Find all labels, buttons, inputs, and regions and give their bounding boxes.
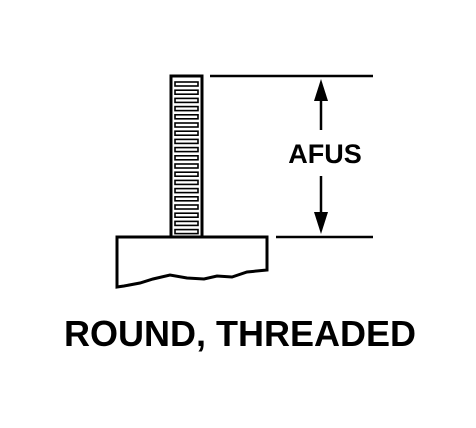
thread-mark xyxy=(174,171,199,177)
arrow-up-icon xyxy=(314,79,328,101)
thread-mark xyxy=(174,179,199,186)
arrow-down-icon xyxy=(314,212,328,234)
thread-mark xyxy=(174,81,199,87)
thread-marks xyxy=(174,81,199,235)
dimension-label: AFUS xyxy=(288,139,362,169)
thread-mark xyxy=(174,220,199,227)
thread-mark xyxy=(174,114,199,120)
thread-mark xyxy=(174,187,199,194)
thread-mark xyxy=(174,212,199,218)
thread-mark xyxy=(174,196,199,202)
threaded-stud xyxy=(169,74,204,239)
base-plate xyxy=(115,235,269,289)
thread-mark xyxy=(174,228,199,235)
thread-mark xyxy=(174,130,199,136)
thread-mark xyxy=(174,146,199,153)
thread-mark xyxy=(174,105,199,112)
thread-mark xyxy=(174,122,199,128)
thread-mark xyxy=(174,97,199,104)
thread-mark xyxy=(174,163,199,169)
thread-mark xyxy=(174,138,199,145)
thread-mark xyxy=(174,155,199,161)
diagram-caption: ROUND, THREADED xyxy=(64,313,416,354)
thread-mark xyxy=(174,204,199,210)
thread-mark xyxy=(174,89,199,95)
